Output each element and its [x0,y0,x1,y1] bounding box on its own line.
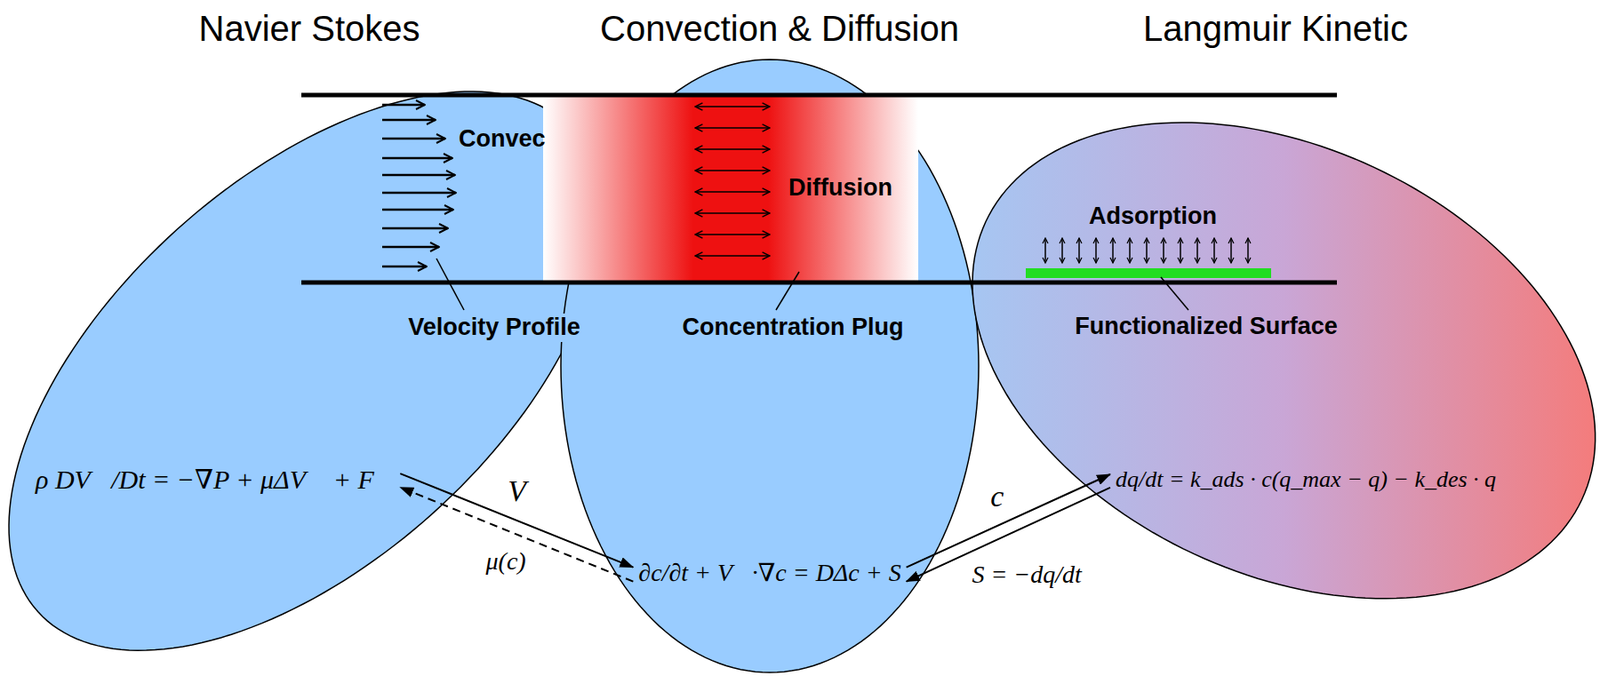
adsorption-arrow [1162,238,1165,264]
part-label: Convec [458,125,546,153]
velocity-arrow [382,208,454,212]
velocity-arrow [382,119,436,122]
adsorption-arrow [1044,238,1047,264]
connector-label: μ(c) [483,547,529,576]
velocity-arrow [382,104,425,107]
connector-label: c [987,479,1007,514]
adsorption-arrow [1095,238,1097,264]
connector-label: S = −dq/dt [968,560,1084,590]
diffusion-arrow [695,148,770,151]
functionalized-surface [1025,268,1272,279]
callout-label: Functionalized Surface [1074,312,1338,341]
ellipse-shape [560,59,979,673]
velocity-arrow [382,265,427,269]
part-label: Adsorption [1088,202,1217,231]
diffusion-arrow [695,191,770,193]
channel-wall [301,280,1337,286]
adsorption-arrow [1179,238,1182,264]
diffusion-arrow [695,127,770,129]
channel-wall [301,93,1337,98]
velocity-arrow [382,157,453,160]
model-equation: ρ DV⃗/Dt = −∇P + μΔV⃗ + F⃗ [35,464,395,496]
ellipse-shape [972,122,1596,600]
velocity-arrow [382,227,448,231]
concentration-plug [543,96,919,281]
adsorption-arrow [1128,238,1131,264]
adsorption-arrow [1247,238,1249,264]
ellipse-outline [972,122,1596,600]
adsorption-arrow [1145,238,1148,264]
adsorption-arrow [1196,238,1199,264]
diffusion-arrow [695,255,770,257]
model-equation: dq/dt = k_ads · c(q_max − q) − k_des · q [1115,466,1496,494]
velocity-arrow [382,174,456,177]
adsorption-arrow [1213,238,1216,264]
ellipse-shape [8,91,602,651]
velocity-arrow [382,137,446,141]
diffusion-arrow [695,105,770,108]
adsorption-arrow [1061,238,1064,264]
velocity-arrow [382,192,456,195]
section-title: Convection & Diffusion [600,8,960,49]
velocity-arrow [382,246,440,249]
diffusion-arrow [695,169,770,172]
section-title: Langmuir Kinetic [1143,8,1408,49]
part-label: Diffusion [788,174,893,202]
model-equation: ∂c/∂t + V⃗·∇c = DΔc + S [638,559,901,588]
adsorption-arrow [1230,238,1232,264]
callout-label: Concentration Plug [679,313,908,342]
connector-label: V⃗ [504,473,552,509]
diffusion-arrow [695,212,770,215]
callout-label: Velocity Profile [404,313,584,342]
adsorption-arrow [1078,238,1080,264]
model-region: Langmuir Kineticdq/dt = k_ads · c(q_max … [972,122,1596,600]
adsorption-arrow [1112,238,1114,264]
model-region: Convection & Diffusion∂c/∂t + V⃗·∇c = DΔ… [560,59,979,673]
diffusion-arrow [695,233,770,236]
section-title: Navier Stokes [199,8,421,49]
